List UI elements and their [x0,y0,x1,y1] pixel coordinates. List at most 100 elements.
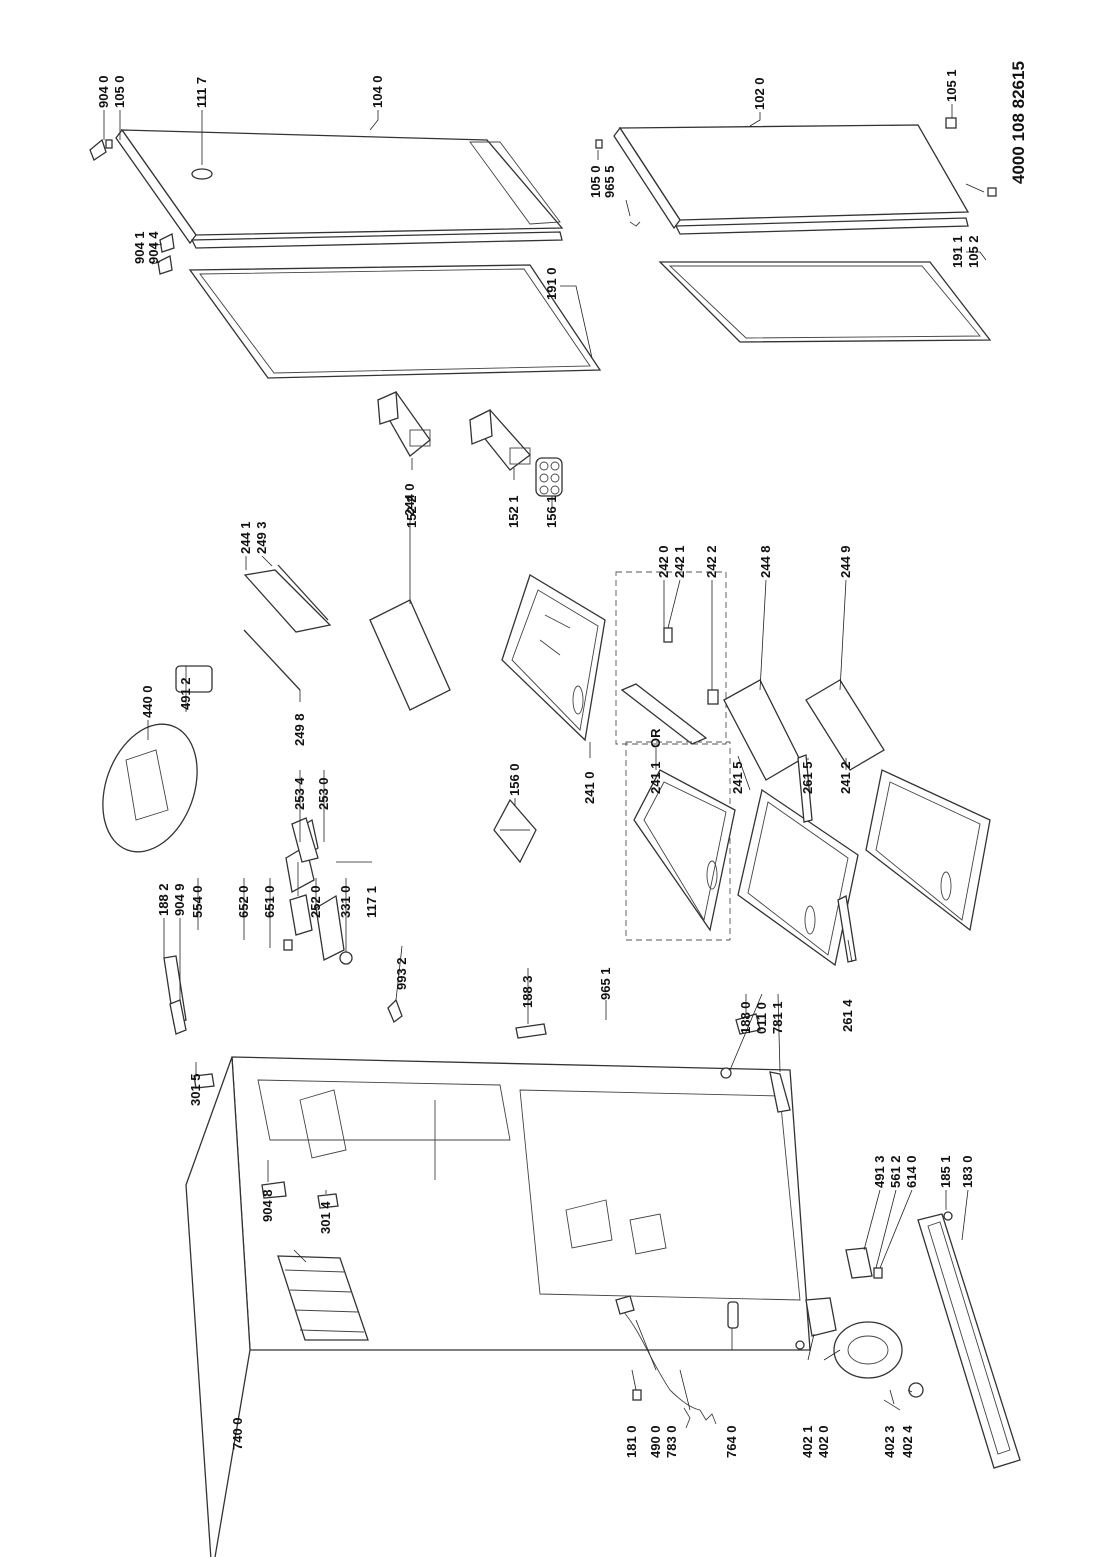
label-242-0: 242 0 [656,545,671,578]
filter-drier [727,1301,739,1329]
label-105-1: 105 1 [944,69,959,102]
label-185-1: 185 1 [938,1155,953,1188]
rail-261-4 [837,895,857,963]
fan-assembly [102,665,213,853]
small-fittings [632,1389,691,1429]
label-156-0: 156 0 [507,763,522,796]
label-764-0: 764 0 [724,1425,739,1458]
label-188-0: 188 0 [738,1001,753,1034]
label-402-3: 402 3 [882,1425,897,1458]
label-241-0: 241 0 [582,771,597,804]
leader-lines [103,104,987,1411]
small-hinge-parts [595,117,997,227]
upper-door-gasket [188,264,602,379]
lower-door-gasket [658,261,992,343]
label-188-2: 188 2 [156,883,171,916]
condenser [277,1255,369,1341]
label-183-0: 183 0 [960,1155,975,1188]
lower-door [613,124,970,235]
label-490-0: 490 0 [648,1425,663,1458]
label-253-4: 253 4 [292,777,307,810]
label-102-0: 102 0 [752,77,767,110]
label-252-0: 252 0 [308,885,323,918]
label-105-0-top: 105 0 [112,75,127,108]
label-904-4: 904 4 [146,231,161,264]
drawer-241-2 [865,769,991,932]
label-783-0: 783 0 [664,1425,679,1458]
label-491-2: 491 2 [178,677,193,710]
label-965-5: 965 5 [602,165,617,198]
drain-parts-188 [163,955,187,1035]
crisper-drawer-241-0 [501,574,606,742]
label-554-0: 554 0 [190,885,205,918]
relay-box [805,1297,837,1337]
rail-261-5 [797,754,813,823]
label-651-0: 651 0 [262,885,277,918]
control-assembly [283,818,353,965]
label-965-1: 965 1 [598,967,613,1000]
label-261-4: 261 4 [840,999,855,1032]
label-191-1: 191 1 [950,235,965,268]
document-code: 4000 108 82615 [1009,61,1028,184]
label-249-8: 249 8 [292,713,307,746]
label-440-0: 440 0 [140,685,155,718]
cabinet [185,1056,811,1557]
label-301-4: 301 4 [318,1201,333,1234]
label-491-3: 491 3 [872,1155,887,1188]
label-152-1: 152 1 [506,495,521,528]
label-105-0-lower: 105 0 [588,165,603,198]
label-561-2: 561 2 [888,1155,903,1188]
label-242-2: 242 2 [704,545,719,578]
label-244-0: 244 0 [402,483,417,516]
label-111-7: 111 7 [194,77,209,108]
label-904-0: 904 0 [96,75,111,108]
glass-shelf-244-1 [243,564,332,691]
label-261-5: 261 5 [800,761,815,794]
or-label: OR [648,728,663,748]
label-244-8: 244 8 [758,545,773,578]
lamp-cover [289,894,313,936]
drawer-241-5 [737,788,859,967]
power-cord [615,1295,717,1425]
cabinet-small-parts [193,998,805,1350]
label-301-5: 301 5 [188,1073,203,1106]
hinge-cover-904-0 [89,138,113,161]
label-241-1: 241 1 [648,761,663,794]
door-bin-152-2 [377,391,431,457]
label-904-9: 904 9 [172,883,187,916]
label-241-2: 241 2 [838,761,853,794]
label-244-9: 244 9 [838,545,853,578]
label-781-1: 781 1 [770,1001,785,1034]
upper-door [115,128,564,249]
compressor [805,1297,924,1411]
label-181-0: 181 0 [624,1425,639,1458]
label-993-2: 993 2 [394,957,409,990]
label-402-0: 402 0 [816,1425,831,1458]
label-402-1: 402 1 [800,1425,815,1458]
label-331-0: 331 0 [338,885,353,918]
label-152-2: 152 2 [404,495,419,528]
label-614-0: 614 0 [904,1155,919,1188]
egg-tray [535,457,563,497]
option-group-box [615,571,727,745]
label-740-0: 740 0 [230,1417,245,1450]
ice-tray-156-0 [493,798,537,864]
label-244-1: 244 1 [238,521,253,554]
label-253-0: 253 0 [316,777,331,810]
label-904-1: 904 1 [132,231,147,264]
drawer-241-1 [625,741,736,941]
door-bin-152-1 [468,408,531,471]
label-241-5: 241 5 [730,761,745,794]
electrical-box [845,1247,883,1279]
glass-shelf-244-0 [369,599,451,711]
label-011-0: 011 0 [754,1002,769,1034]
label-652-0: 652 0 [236,885,251,918]
label-156-1: 156 1 [544,495,559,528]
label-904-8: 904 8 [260,1189,275,1222]
label-242-1: 242 1 [672,545,687,578]
label-104-0: 104 0 [370,75,385,108]
hinge-parts-904-1-904-4 [157,233,175,275]
label-249-3: 249 3 [254,521,269,554]
label-117-1: 117 1 [364,886,379,918]
